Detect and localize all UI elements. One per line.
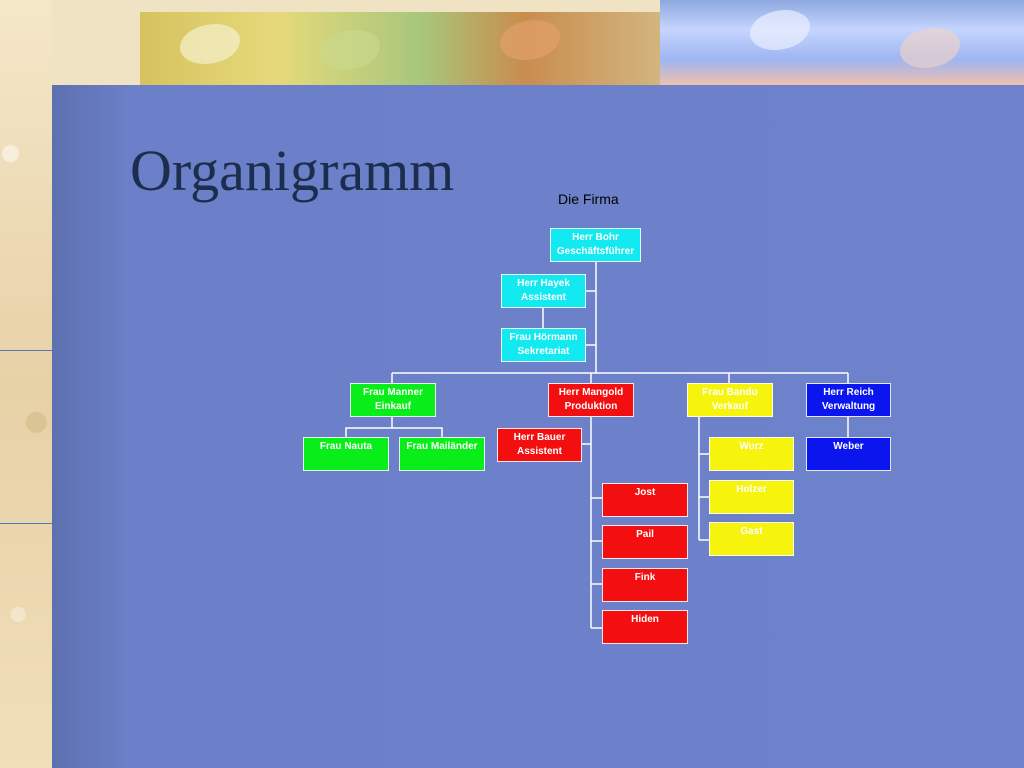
org-box-assistant-top: Herr Hayek Assistent — [501, 274, 586, 308]
diagram-title: Die Firma — [558, 191, 619, 207]
org-box-ceo: Herr Bohr Geschäftsführer — [550, 228, 641, 262]
org-box-produktion: Herr Mangold Produktion — [548, 383, 634, 417]
org-box-produktion-team-1: Jost — [602, 483, 688, 517]
org-box-einkauf: Frau Manner Einkauf — [350, 383, 436, 417]
org-box-verkauf: Frau Bandu Verkauf — [687, 383, 773, 417]
org-box-einkauf-team-2: Frau Mailänder — [399, 437, 485, 471]
left-divider-line — [0, 523, 52, 524]
org-box-produktion-team-2: Pail — [602, 525, 688, 559]
slide-background — [52, 85, 1024, 768]
org-box-einkauf-team-1: Frau Nauta — [303, 437, 389, 471]
left-texture-strip — [0, 0, 52, 768]
org-box-verwaltung-team-1: Weber — [806, 437, 891, 471]
slide-title: Organigramm — [130, 138, 455, 203]
decorative-image-strip-left — [140, 12, 760, 85]
org-box-verwaltung: Herr Reich Verwaltung — [806, 383, 891, 417]
left-divider-line — [0, 350, 52, 351]
org-box-verkauf-team-3: Gast — [709, 522, 794, 556]
decorative-image-strip-right — [660, 0, 1024, 85]
top-decorative-banner — [140, 0, 1024, 85]
org-box-produktion-assistant: Herr Bauer Assistent — [497, 428, 582, 462]
org-box-produktion-team-4: Hiden — [602, 610, 688, 644]
org-box-verkauf-team-2: Holzer — [709, 480, 794, 514]
org-box-produktion-team-3: Fink — [602, 568, 688, 602]
org-box-verkauf-team-1: Wurz — [709, 437, 794, 471]
org-box-secretary: Frau Hörmann Sekretariat — [501, 328, 586, 362]
